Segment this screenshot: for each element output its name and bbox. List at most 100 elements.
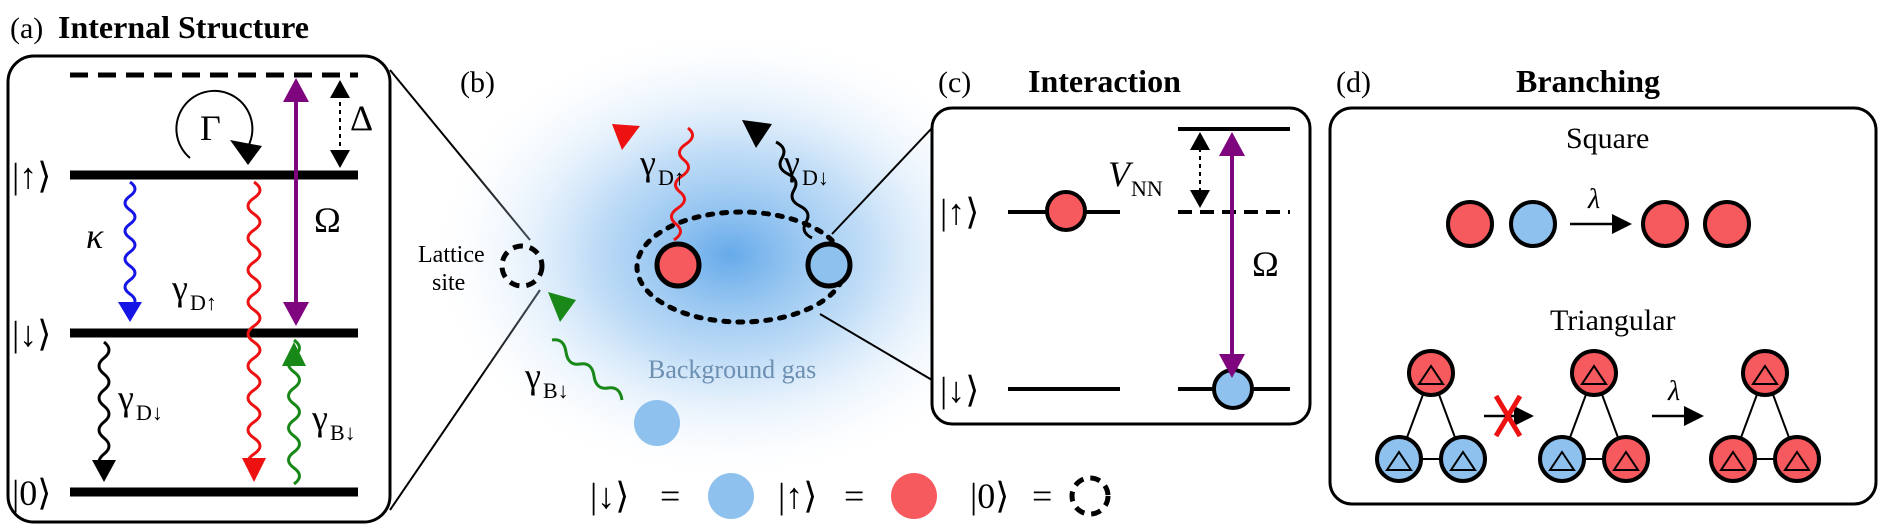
c-omega-arrowhead-top: [1219, 132, 1245, 156]
tri3-top-up: [1741, 349, 1789, 397]
forbidden-arrowhead: [1514, 406, 1534, 426]
tri1-top-up: [1407, 349, 1455, 397]
kappa-arrowhead: [118, 302, 142, 322]
delta-arrowhead-bottom: [330, 150, 350, 168]
legend-zero-state: |0⟩: [970, 476, 1009, 516]
gamma-d-up-wavy: [246, 180, 262, 472]
sq-arrowhead: [1612, 214, 1632, 234]
tri1-left-down: [1375, 435, 1423, 483]
panel-a-frame: [6, 54, 392, 524]
omega-label: Ω: [314, 200, 341, 240]
kappa-wavy: [123, 180, 137, 310]
panel-a-title: Internal Structure: [58, 9, 309, 45]
background-gas-label: Background gas: [648, 355, 816, 384]
sq-atom-4-up: [1703, 200, 1751, 248]
gamma-b-down-arrowhead: [282, 342, 306, 366]
sq-atom-2-down: [1509, 200, 1557, 248]
panel-c-frame: [930, 106, 1312, 426]
kappa-label: κ: [86, 216, 104, 256]
tri-lambda: λ: [1667, 376, 1680, 407]
gamma-d-up-wavy-b: [670, 126, 694, 242]
delta-arrowhead-top: [330, 80, 350, 98]
legend: |↓⟩ = |↑⟩ = |0⟩ =: [590, 473, 1111, 519]
legend-empty-site: [1069, 475, 1111, 517]
gamma-d-down-symbol-b: γ: [783, 143, 800, 183]
forbidden-cross-icon: [1493, 394, 1523, 438]
panel-d-title: Branching: [1516, 63, 1660, 99]
c-level-up-label: |↑⟩: [940, 192, 979, 232]
gamma-b-down-arrowhead-b: [548, 292, 576, 322]
triangle-cluster-2: [1538, 349, 1650, 483]
panel-c: (c) Interaction |↑⟩ |↓⟩ V NN Ω: [930, 63, 1312, 426]
tri2-top-up: [1570, 349, 1618, 397]
zoom-line-c-bottom: [819, 313, 933, 381]
panel-d: (d) Branching Square λ Triangular: [1328, 63, 1878, 506]
level-up-label: |↑⟩: [12, 156, 51, 196]
square-label: Square: [1566, 122, 1649, 155]
gamma-d-up-arrowhead-b: [612, 124, 640, 150]
triangle-cluster-1: [1375, 349, 1487, 483]
lattice-site-label-line2: site: [432, 270, 465, 296]
tri2-right-up: [1602, 435, 1650, 483]
c-omega-arrowhead-bottom: [1219, 354, 1245, 378]
gamma-d-down-subscript: D↓: [136, 400, 163, 425]
tri3-right-up: [1773, 435, 1821, 483]
gamma-b-down-subscript: B↓: [330, 420, 356, 445]
c-omega-label: Ω: [1252, 244, 1279, 284]
background-gas-cloud: [425, 25, 1035, 485]
sq-lambda: λ: [1587, 184, 1600, 215]
gamma-b-down-symbol-b: γ: [524, 356, 541, 396]
atom-up-b: [654, 241, 702, 289]
gamma-b-down-symbol: γ: [311, 398, 328, 438]
gamma-d-down-symbol: γ: [117, 378, 134, 418]
gamma-loop: [175, 89, 254, 159]
panel-d-label: (d): [1336, 66, 1371, 99]
gamma-d-up-symbol-b: γ: [639, 143, 656, 183]
background-gas-atom: [634, 400, 680, 446]
gamma-b-down-wavy-b: [551, 338, 624, 401]
level-zero-label: |0⟩: [12, 473, 51, 513]
gamma-d-down-arrowhead-b: [742, 120, 772, 148]
legend-zero-equals: =: [1032, 476, 1052, 516]
gamma-d-up-subscript: D↑: [190, 290, 217, 315]
gamma-label: Γ: [200, 108, 221, 148]
delta-label: Δ: [350, 98, 373, 138]
vnn-symbol: V: [1108, 154, 1134, 194]
legend-up-state: |↑⟩: [778, 476, 817, 516]
gamma-b-down-subscript-b: B↓: [543, 378, 569, 403]
panel-a: (a) Internal Structure |↑⟩ |↓⟩ |0⟩ Γ Δ Ω…: [6, 9, 392, 524]
allowed-arrowhead: [1684, 406, 1704, 426]
lattice-site-label-line1: Lattice: [418, 242, 485, 268]
gamma-loop-arrowhead: [230, 140, 262, 165]
gamma-d-up-subscript-b: D↑: [658, 165, 685, 190]
gamma-d-down-wavy-b: [775, 140, 813, 240]
sq-atom-1-up: [1446, 200, 1494, 248]
panel-a-label: (a): [10, 12, 43, 45]
omega-arrowhead-top: [283, 78, 309, 102]
omega-arrowhead-bottom: [283, 302, 309, 326]
panel-b: (b) Lattice site γ B↓ Background gas γ D…: [418, 25, 1035, 485]
zoom-line-c-top: [831, 127, 933, 235]
gamma-d-down-arrowhead: [92, 460, 116, 482]
gamma-d-down-wavy: [97, 340, 111, 472]
vnn-subscript: NN: [1131, 176, 1163, 201]
gamma-d-up-symbol: γ: [171, 268, 188, 308]
panel-c-label: (c): [938, 66, 971, 99]
legend-up-equals: =: [844, 476, 864, 516]
level-down-label: |↓⟩: [12, 314, 51, 354]
tri1-right-down: [1439, 435, 1487, 483]
gamma-d-down-subscript-b: D↓: [802, 165, 829, 190]
legend-down-atom: [708, 473, 754, 519]
atom-down-b: [805, 241, 853, 289]
c-level-down-label: |↓⟩: [940, 370, 979, 410]
c-atom-up: [1045, 190, 1087, 232]
triangle-cluster-3: [1709, 349, 1821, 483]
tri3-left-up: [1709, 435, 1757, 483]
legend-up-atom: [891, 473, 937, 519]
panel-c-title: Interaction: [1028, 63, 1181, 99]
tri2-left-down: [1538, 435, 1586, 483]
empty-lattice-site: [499, 243, 545, 289]
sq-atom-3-up: [1641, 200, 1689, 248]
triangular-label: Triangular: [1550, 304, 1676, 337]
